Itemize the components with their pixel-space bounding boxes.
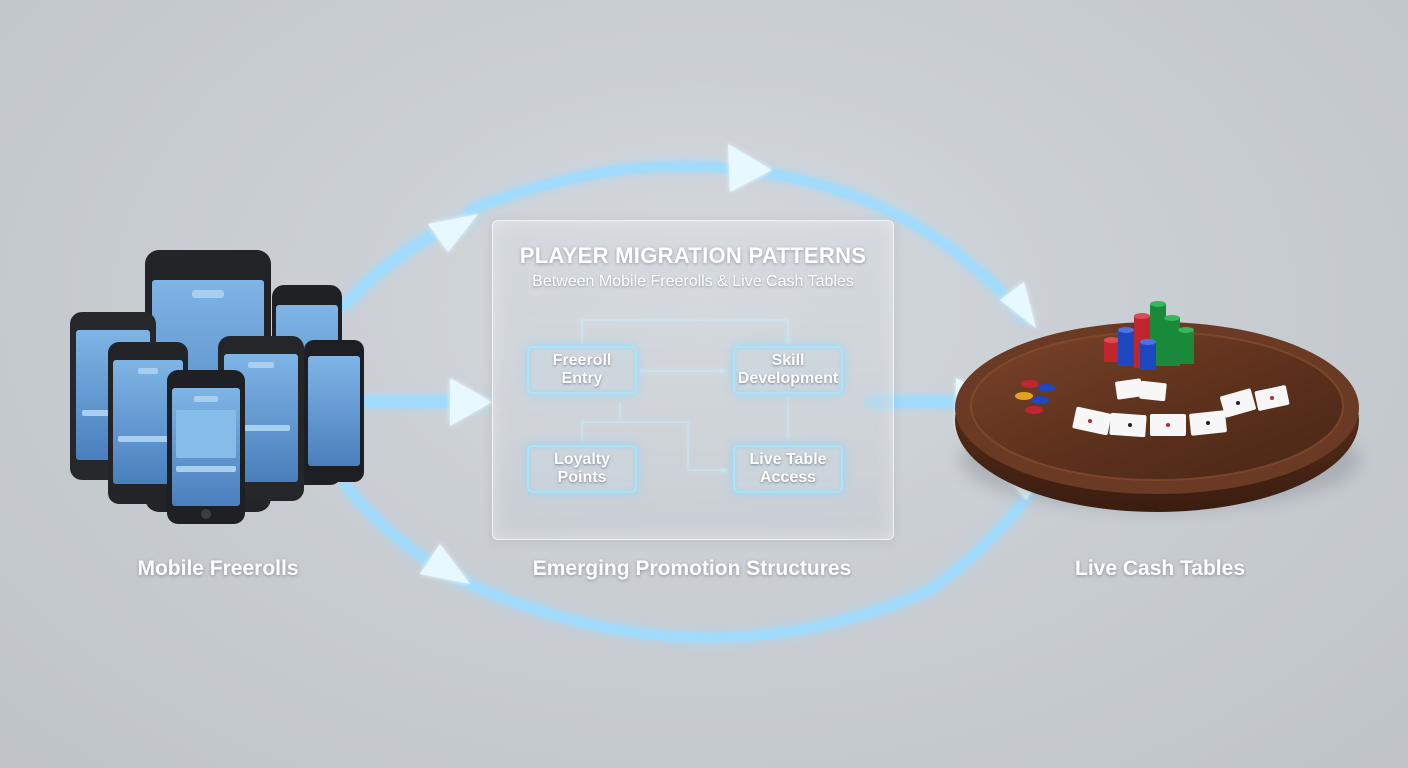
arrow-icon bbox=[1000, 282, 1036, 328]
arrow-icon bbox=[450, 378, 492, 426]
caption-live-cash-tables: Live Cash Tables bbox=[1075, 557, 1245, 581]
playing-card-icon bbox=[1115, 378, 1143, 399]
node-loyalty-points: Loyalty Points bbox=[527, 445, 637, 493]
panel-subtitle: Between Mobile Freerolls & Live Cash Tab… bbox=[493, 273, 893, 291]
arrow-icon bbox=[428, 214, 478, 252]
caption-mobile-freerolls: Mobile Freerolls bbox=[137, 557, 298, 581]
playing-card-icon bbox=[1139, 381, 1167, 402]
caption-promotion-structures: Emerging Promotion Structures bbox=[533, 557, 852, 581]
arrow-icon bbox=[728, 144, 772, 192]
mobile-devices-cluster bbox=[70, 250, 364, 524]
arrow-icon bbox=[420, 544, 470, 584]
node-live-table-access: Live Table Access bbox=[733, 445, 843, 493]
node-skill-development: Skill Development bbox=[733, 346, 843, 394]
smartphone-icon bbox=[167, 370, 245, 524]
smartphone-icon bbox=[304, 340, 364, 482]
node-freeroll-entry: Freeroll Entry bbox=[527, 346, 637, 394]
panel-title: PLAYER MIGRATION PATTERNS bbox=[493, 243, 893, 269]
